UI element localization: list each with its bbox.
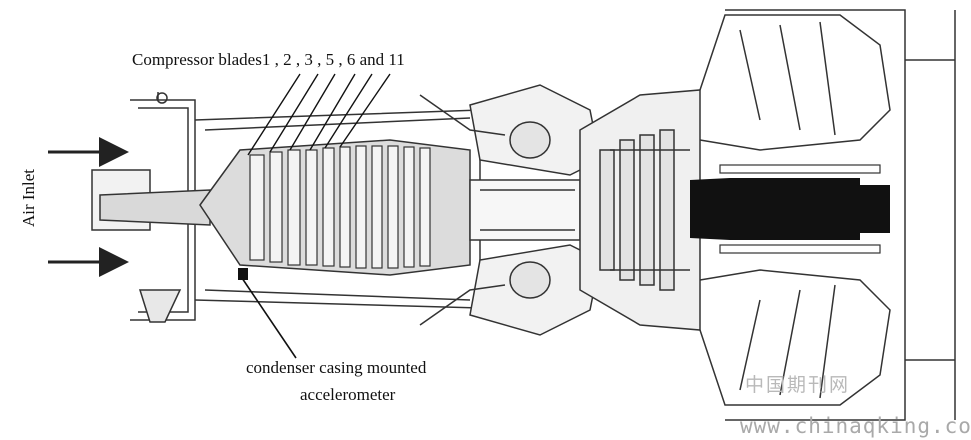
accelerometer-label-line2: accelerometer <box>300 385 396 404</box>
air-inlet-arrows <box>48 137 129 277</box>
power-shaft <box>690 164 890 254</box>
exhaust-collector <box>699 9 956 421</box>
compressor-rotor <box>194 109 481 309</box>
accelerometer-leader-line <box>241 277 297 359</box>
inlet-casing <box>91 92 211 323</box>
compressor-blades-label: Compressor blades1 , 2 , 3 , 5 , 6 and 1… <box>130 50 407 70</box>
watermark-url: www.chinaqking.com <box>740 414 971 438</box>
air-inlet-label: Air Inlet <box>19 168 38 228</box>
combustor-section <box>419 84 601 336</box>
watermark-chinese: 中国期刊网 <box>745 374 851 396</box>
accelerometer-label-line1: condenser casing mounted <box>246 358 427 377</box>
compressor-stages <box>249 145 431 269</box>
accelerometer-marker <box>238 268 248 280</box>
turbine-section <box>579 89 701 331</box>
compressor-leader-lines <box>247 73 391 156</box>
